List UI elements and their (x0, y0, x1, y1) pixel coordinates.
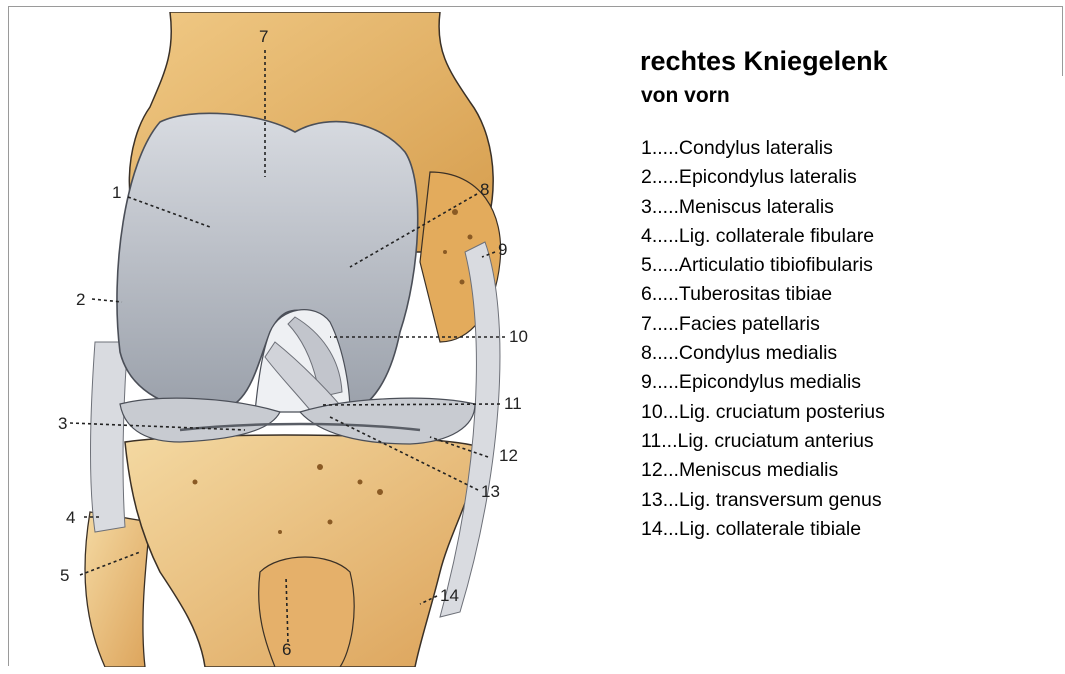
label-number-2: 2 (76, 290, 85, 309)
label-number-10: 10 (509, 327, 528, 346)
lig-collaterale-fibulare (90, 342, 128, 532)
label-number-7: 7 (259, 27, 268, 46)
legend-item: 7.....Facies patellaris (641, 310, 885, 339)
diagram-title: rechtes Kniegelenk (640, 46, 888, 77)
legend-item: 2.....Epicondylus lateralis (641, 163, 885, 192)
fibula (85, 512, 150, 667)
legend-item: 6.....Tuberositas tibiae (641, 280, 885, 309)
legend-item: 8.....Condylus medialis (641, 339, 885, 368)
legend-item: 13...Lig. transversum genus (641, 486, 885, 515)
label-number-8: 8 (480, 180, 489, 199)
legend-item: 5.....Articulatio tibiofibularis (641, 251, 885, 280)
label-number-3: 3 (58, 414, 67, 433)
label-number-5: 5 (60, 566, 69, 585)
label-number-12: 12 (499, 446, 518, 465)
diagram-subtitle: von vorn (641, 84, 730, 108)
legend-item: 9.....Epicondylus medialis (641, 368, 885, 397)
frame-right-border (1062, 6, 1063, 76)
frame-left-border (8, 6, 9, 666)
tuberositas-tibiae (259, 557, 354, 667)
label-number-9: 9 (498, 240, 507, 259)
legend-item: 1.....Condylus lateralis (641, 134, 885, 163)
legend-item: 11...Lig. cruciatum anterius (641, 427, 885, 456)
label-number-4: 4 (66, 508, 75, 527)
knee-joint-illustration: 1 2 3 4 5 6 7 8 9 10 11 12 13 14 (30, 12, 590, 667)
frame-top-border (8, 6, 1062, 7)
legend-item: 12...Meniscus medialis (641, 456, 885, 485)
legend-item: 3.....Meniscus lateralis (641, 193, 885, 222)
legend-item: 4.....Lig. collaterale fibulare (641, 222, 885, 251)
knee-joint-drawing: 1 2 3 4 5 6 7 8 9 10 11 12 13 14 (30, 12, 590, 667)
legend-item: 10...Lig. cruciatum posterius (641, 398, 885, 427)
legend-list: 1.....Condylus lateralis 2.....Epicondyl… (641, 134, 885, 544)
label-number-1: 1 (112, 183, 121, 202)
label-number-13: 13 (481, 482, 500, 501)
legend-item: 14...Lig. collaterale tibiale (641, 515, 885, 544)
label-number-6: 6 (282, 640, 291, 659)
label-number-14: 14 (440, 586, 459, 605)
label-number-11: 11 (504, 394, 522, 413)
